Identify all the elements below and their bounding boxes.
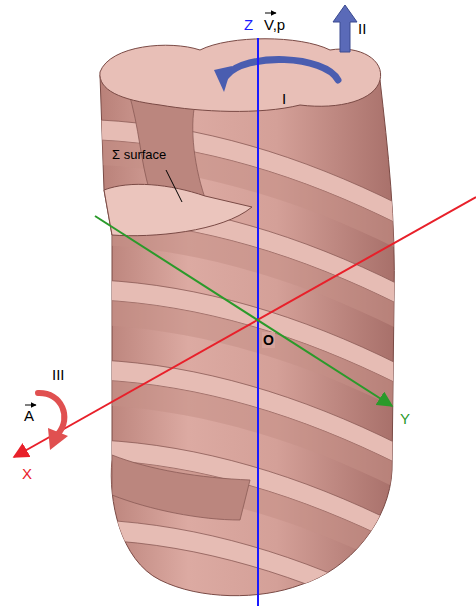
sigma-face bbox=[104, 184, 252, 235]
vector-label: V,p bbox=[264, 16, 285, 33]
vector-arrow bbox=[25, 405, 36, 406]
y-axis bbox=[95, 216, 392, 406]
vector-label: A bbox=[24, 407, 34, 424]
thread-flank bbox=[100, 140, 400, 250]
vector-arrow bbox=[265, 13, 276, 14]
origin-label: O bbox=[262, 332, 275, 348]
rotation-arrowhead bbox=[48, 428, 68, 450]
groove bbox=[112, 455, 250, 520]
axis-label: X bbox=[22, 465, 32, 482]
rotation-arrow bbox=[38, 393, 64, 434]
motion-label: I bbox=[282, 90, 286, 107]
rotation-arrowhead bbox=[214, 66, 232, 92]
axis-label: Y bbox=[400, 410, 410, 427]
rotation-arrow bbox=[226, 60, 338, 80]
motion-label: III bbox=[52, 366, 65, 383]
motion-label: II bbox=[358, 20, 366, 37]
leader-line bbox=[166, 170, 182, 202]
x-axis bbox=[14, 197, 476, 457]
surface-label: Σ surface bbox=[112, 148, 166, 163]
z-axis bbox=[257, 38, 259, 606]
helical-threads bbox=[100, 90, 400, 606]
top-face bbox=[100, 39, 381, 112]
axis-label: Z bbox=[244, 16, 253, 33]
translation-arrow bbox=[333, 5, 357, 52]
